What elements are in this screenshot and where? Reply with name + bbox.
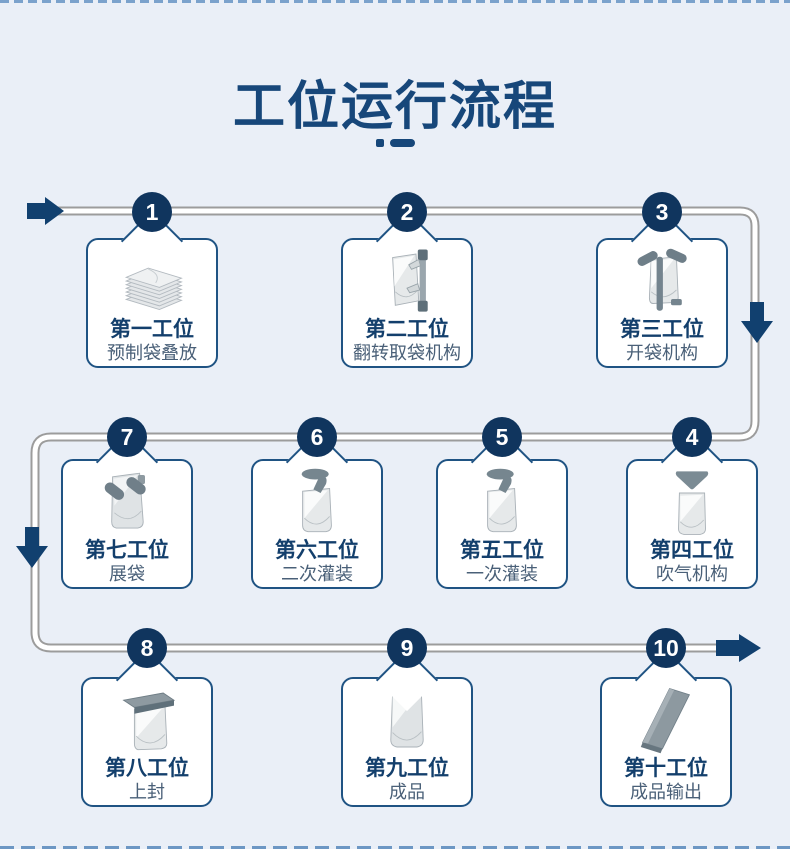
station-subtitle: 成品输出 xyxy=(630,782,702,803)
station-subtitle: 开袋机构 xyxy=(626,343,698,364)
marker-dash xyxy=(389,139,415,147)
station-badge-5: 5 xyxy=(482,417,522,457)
station-card-6: 第六工位 二次灌装 xyxy=(251,430,383,589)
bottom-dashed-border xyxy=(0,846,790,849)
station-title: 第四工位 xyxy=(650,539,734,562)
station-card-4: 第四工位 吹气机构 xyxy=(626,430,758,589)
title-underline-marker xyxy=(0,139,790,147)
end-right-arrow xyxy=(716,634,761,662)
station-badge-7: 7 xyxy=(107,417,147,457)
station-title: 第一工位 xyxy=(110,318,194,341)
second-filling-icon xyxy=(277,465,357,539)
station-badge-6: 6 xyxy=(297,417,337,457)
station-card-8: 第八工位 上封 xyxy=(81,648,213,807)
station-title: 第二工位 xyxy=(365,318,449,341)
first-filling-icon xyxy=(462,465,542,539)
station-subtitle: 二次灌装 xyxy=(281,564,353,585)
station-subtitle: 成品 xyxy=(389,782,425,803)
station-badge-2: 2 xyxy=(387,192,427,232)
station-badge-3: 3 xyxy=(642,192,682,232)
station-card-1: 第一工位 预制袋叠放 xyxy=(86,209,218,368)
bag-spread-icon xyxy=(87,465,167,539)
station-title: 第五工位 xyxy=(460,539,544,562)
station-card-3: 第三工位 开袋机构 xyxy=(596,209,728,368)
air-blow-icon xyxy=(652,465,732,539)
station-subtitle: 翻转取袋机构 xyxy=(353,343,461,364)
top-dashed-border xyxy=(0,0,790,3)
station-card-5: 第五工位 一次灌装 xyxy=(436,430,568,589)
station-title: 第八工位 xyxy=(105,757,189,780)
station-title: 第六工位 xyxy=(275,539,359,562)
right-down-arrow xyxy=(741,302,773,343)
bag-stack-icon xyxy=(104,244,200,318)
station-subtitle: 一次灌装 xyxy=(466,564,538,585)
station-badge-4: 4 xyxy=(672,417,712,457)
station-badge-8: 8 xyxy=(127,628,167,668)
station-card-9: 第九工位 成品 xyxy=(341,648,473,807)
top-seal-icon xyxy=(107,683,187,757)
station-subtitle: 展袋 xyxy=(109,564,145,585)
start-right-arrow xyxy=(27,197,64,225)
station-subtitle: 上封 xyxy=(129,782,165,803)
station-badge-10: 10 xyxy=(646,628,686,668)
station-card-10: 第十工位 成品输出 xyxy=(600,648,732,807)
bag-opening-icon xyxy=(622,244,702,318)
page-title: 工位运行流程 xyxy=(232,78,557,136)
station-title: 第三工位 xyxy=(620,318,704,341)
station-title: 第九工位 xyxy=(365,757,449,780)
marker-dot xyxy=(375,139,384,147)
bag-flip-mechanism-icon xyxy=(367,244,447,318)
station-card-7: 第七工位 展袋 xyxy=(61,430,193,589)
left-down-arrow xyxy=(16,527,48,568)
station-badge-9: 9 xyxy=(387,628,427,668)
station-card-2: 第二工位 翻转取袋机构 xyxy=(341,209,473,368)
station-subtitle: 预制袋叠放 xyxy=(107,343,197,364)
output-chute-icon xyxy=(626,683,706,757)
station-title: 第七工位 xyxy=(85,539,169,562)
station-badge-1: 1 xyxy=(132,192,172,232)
station-subtitle: 吹气机构 xyxy=(656,564,728,585)
station-title: 第十工位 xyxy=(624,757,708,780)
